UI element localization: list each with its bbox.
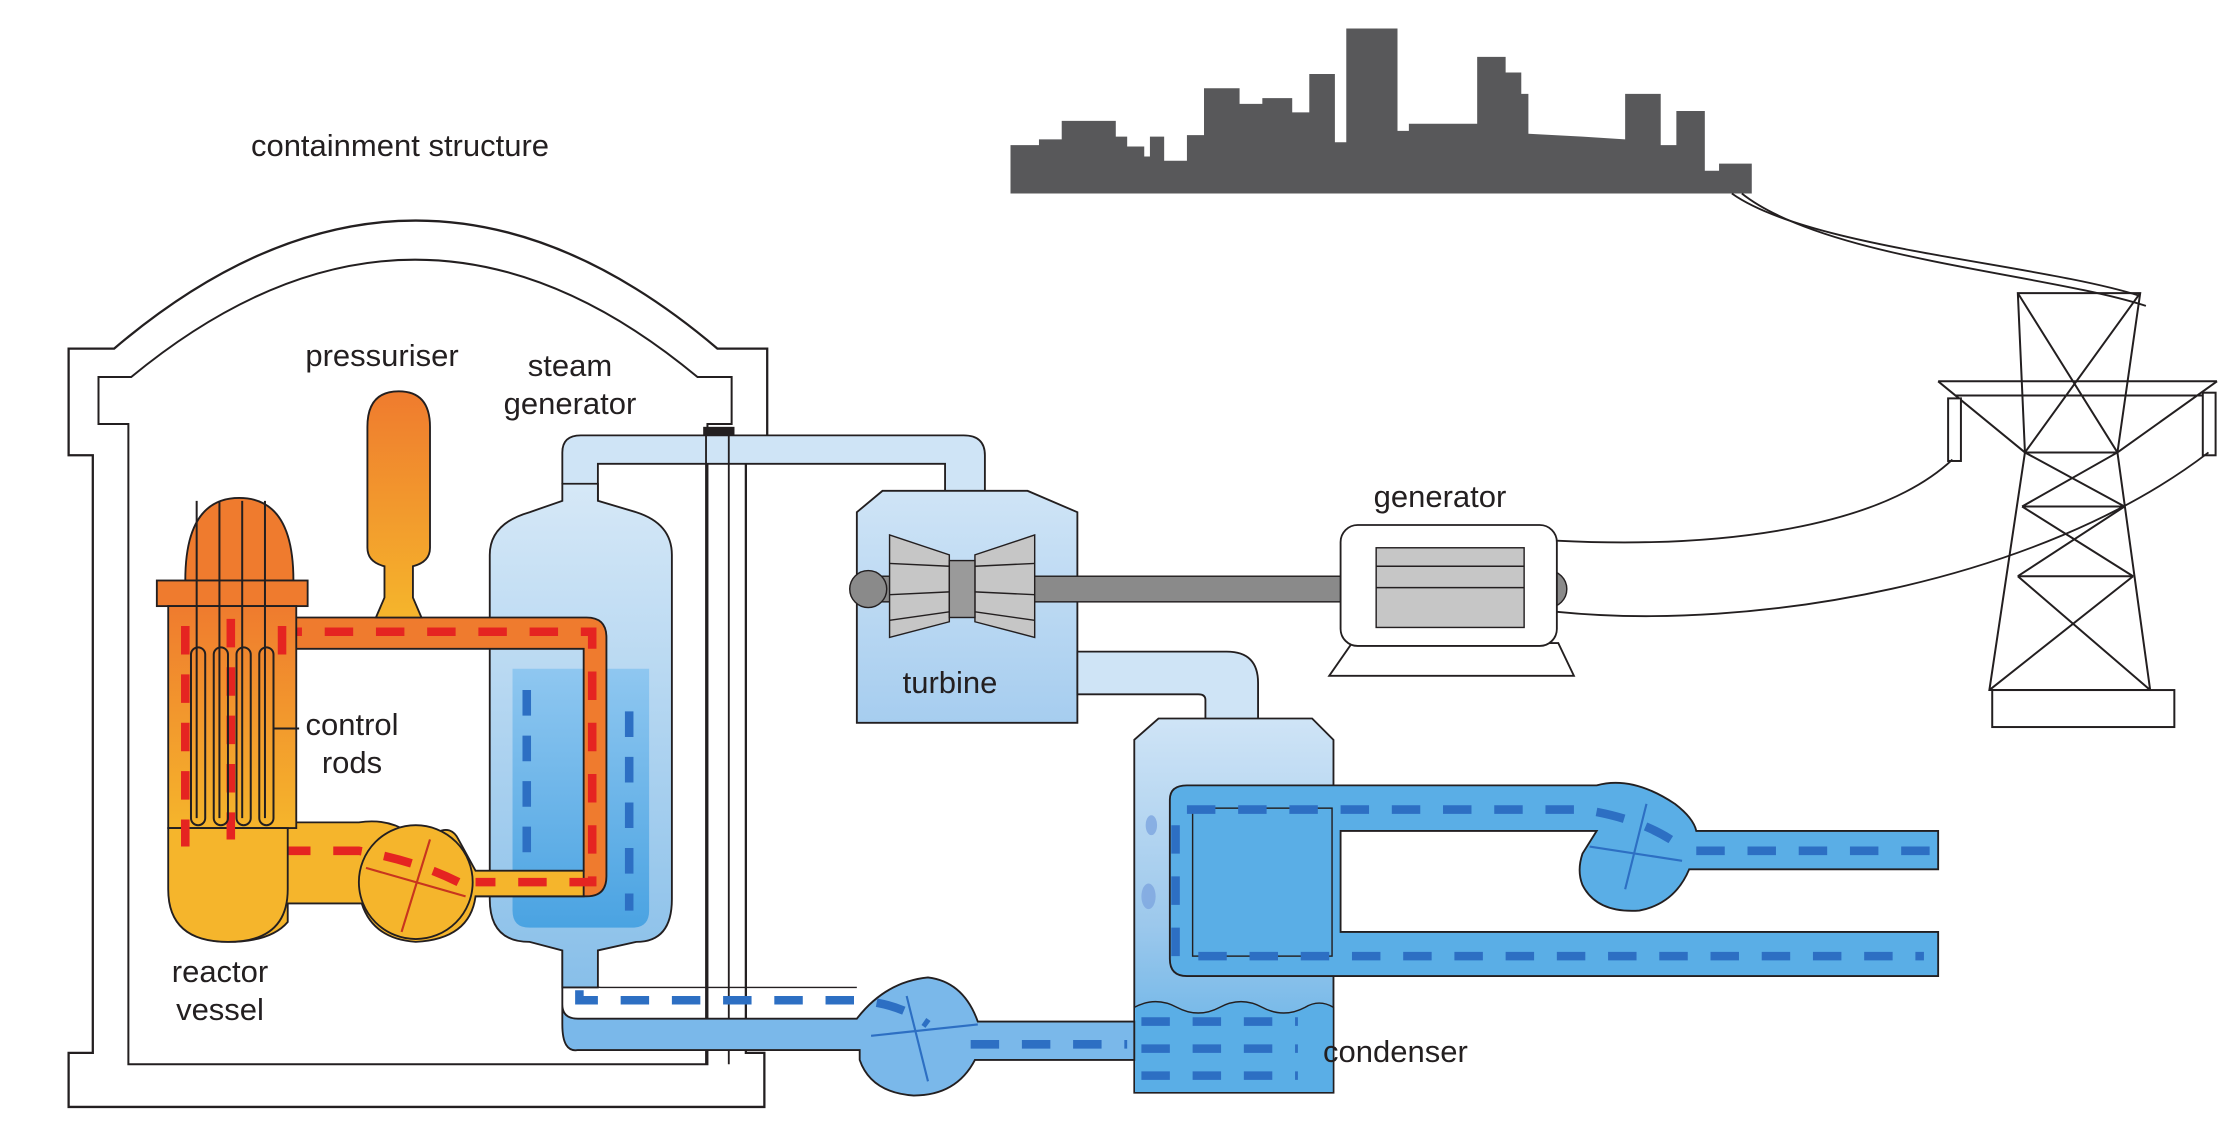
- generator-unit: [1327, 524, 1576, 677]
- city-cable: [1741, 192, 2147, 307]
- label-steam-generator: steam generator: [503, 348, 637, 421]
- city-skyline: [1010, 28, 1752, 194]
- label-pressuriser: pressuriser: [305, 338, 459, 373]
- label-generator: generator: [1373, 479, 1507, 514]
- control-rod-assembly: [189, 500, 300, 827]
- reactor-vessel-body: [155, 497, 309, 943]
- label-reactor-vessel: reactor vessel: [171, 954, 269, 1027]
- label-containment-structure: containment structure: [250, 128, 550, 163]
- cooling-water-loop: [1168, 781, 1940, 977]
- label-condenser: condenser: [1323, 1034, 1468, 1069]
- transmission-tower: [1937, 292, 2218, 729]
- generator-cable: [1556, 451, 2210, 618]
- containment-structure: [67, 219, 769, 1109]
- turbine-rotor: [888, 533, 1036, 639]
- generator-cable: [1556, 458, 1954, 544]
- pressuriser-vessel: [366, 390, 431, 619]
- steam-generator-vessel: [488, 482, 673, 989]
- label-control-rods: control rods: [305, 707, 399, 780]
- label-turbine: turbine: [902, 665, 998, 700]
- city-cable: [1731, 192, 2141, 297]
